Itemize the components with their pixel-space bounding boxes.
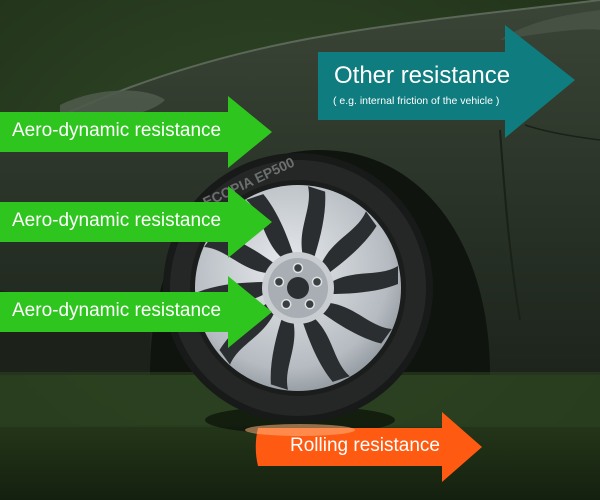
- wheel-spoke-gap: [270, 314, 295, 390]
- wheel-spoke-gap: [301, 186, 326, 262]
- aero-label: Aero-dynamic resistance: [12, 120, 222, 141]
- lug-nut: [304, 298, 316, 310]
- rolling-resistance-arrow: [245, 412, 482, 482]
- rolling-resistance-label: Rolling resistance: [290, 435, 440, 456]
- wheel-spoke-gap: [301, 315, 350, 382]
- aero-arrow-3: [0, 276, 272, 348]
- wheel-spoke-gap: [318, 302, 392, 344]
- wheel-spoke-gap: [319, 211, 377, 276]
- wheel-spoke-gap: [204, 232, 278, 274]
- aero-arrow-2: [0, 186, 272, 258]
- aero-label: Aero-dynamic resistance: [12, 300, 222, 321]
- lug-nut: [280, 298, 292, 310]
- aero-arrow-1: [0, 96, 272, 168]
- lug-nut: [311, 276, 323, 288]
- lug-nut: [273, 276, 285, 288]
- wheel-spoke-gap: [328, 266, 398, 294]
- lug-nut: [292, 262, 304, 274]
- aero-label: Aero-dynamic resistance: [12, 210, 222, 231]
- other-resistance-arrow: [318, 25, 575, 138]
- other-resistance-subtitle: ( e.g. internal friction of the vehicle …: [333, 95, 500, 107]
- other-resistance-title: Other resistance: [334, 62, 511, 89]
